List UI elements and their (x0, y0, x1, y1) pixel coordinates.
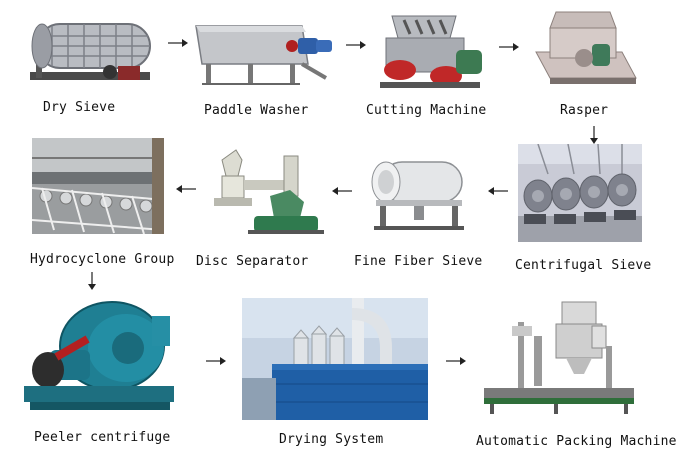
flow-arrow-right (346, 40, 366, 50)
flow-arrow-down (87, 272, 97, 290)
flow-arrow-left (332, 186, 352, 196)
flow-arrow-right (499, 42, 519, 52)
step-label-automatic-packing-machine: Automatic Packing Machine (476, 434, 677, 449)
disc-separator-image (208, 146, 328, 238)
flow-arrow-down (589, 126, 599, 144)
flow-arrow-left (488, 186, 508, 196)
automatic-packing-machine-image (474, 296, 644, 418)
step-label-dry-sieve: Dry Sieve (43, 100, 116, 115)
step-label-disc-separator: Disc Separator (196, 254, 309, 269)
step-label-rasper: Rasper (560, 103, 609, 118)
centrifugal-sieve-image (518, 144, 642, 242)
paddle-washer-image (190, 18, 340, 88)
flow-arrow-right (168, 38, 188, 48)
step-label-centrifugal-sieve: Centrifugal Sieve (515, 258, 652, 273)
flow-arrow-right (446, 356, 466, 366)
fine-fiber-sieve-image (364, 152, 474, 234)
hydrocyclone-group-image (32, 138, 164, 234)
step-label-paddle-washer: Paddle Washer (204, 103, 309, 118)
step-label-peeler-centrifuge: Peeler centrifuge (34, 430, 171, 445)
step-label-cutting-machine: Cutting Machine (366, 103, 487, 118)
step-label-drying-system: Drying System (279, 432, 384, 447)
peeler-centrifuge-image (16, 296, 176, 416)
dry-sieve-image (22, 14, 162, 92)
drying-system-image (242, 298, 428, 420)
flow-arrow-left (176, 184, 196, 194)
step-label-fine-fiber-sieve: Fine Fiber Sieve (354, 254, 483, 269)
rasper-image (526, 8, 646, 90)
step-label-hydrocyclone-group: Hydrocyclone Group (30, 252, 175, 267)
cutting-machine-image (370, 12, 490, 94)
flow-arrow-right (206, 356, 226, 366)
